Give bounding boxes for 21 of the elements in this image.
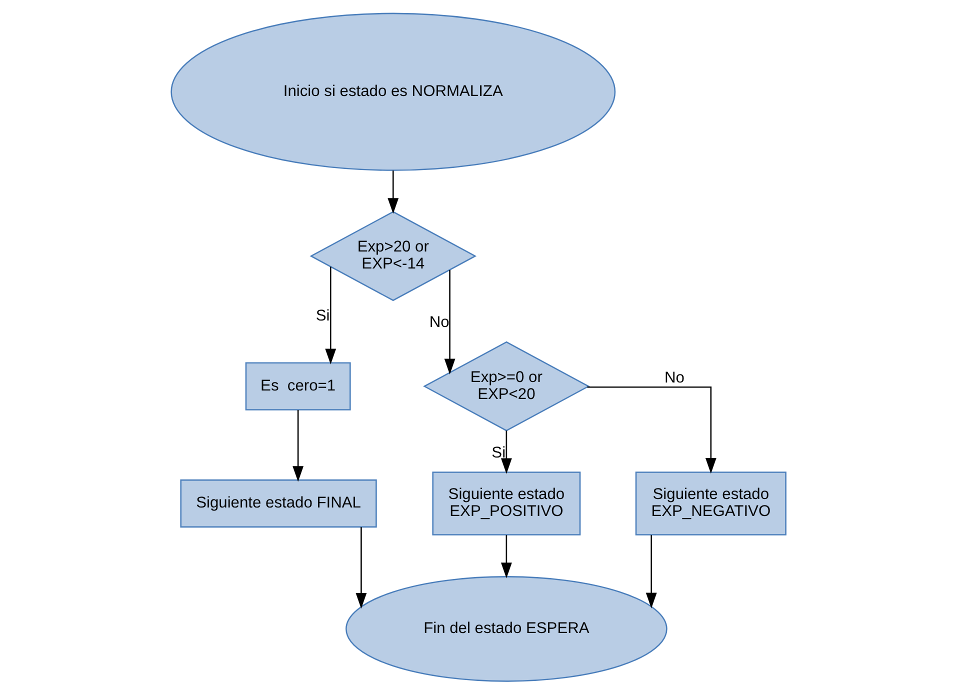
node-box: Siguiente estado FINAL (180, 479, 376, 528)
node-ellipse: Inicio si estado es NORMALIZA (170, 12, 616, 171)
arrow (355, 527, 366, 609)
node-box: Siguiente estado EXP_NEGATIVO (634, 472, 786, 536)
edge-label: Si (491, 444, 506, 462)
node-box: Es cero=1 (244, 362, 350, 410)
arrow (292, 410, 304, 482)
arrow (387, 170, 398, 214)
arrow (500, 535, 512, 578)
node-box: Siguiente estado EXP_POSITIVO (432, 472, 580, 536)
arrow (586, 386, 716, 474)
arrow (500, 430, 512, 474)
node-ellipse: Fin del estado ESPERA (345, 576, 667, 682)
node-diamond: Exp>=0 or EXP<20 (422, 341, 590, 432)
arrow (645, 535, 656, 608)
edge-label: No (428, 314, 449, 332)
arrow (444, 270, 455, 374)
arrow (324, 266, 336, 364)
node-diamond: Exp>20 or EXP<-14 (309, 211, 476, 302)
edge-label: No (664, 370, 684, 387)
edge-label: Si (315, 308, 330, 325)
